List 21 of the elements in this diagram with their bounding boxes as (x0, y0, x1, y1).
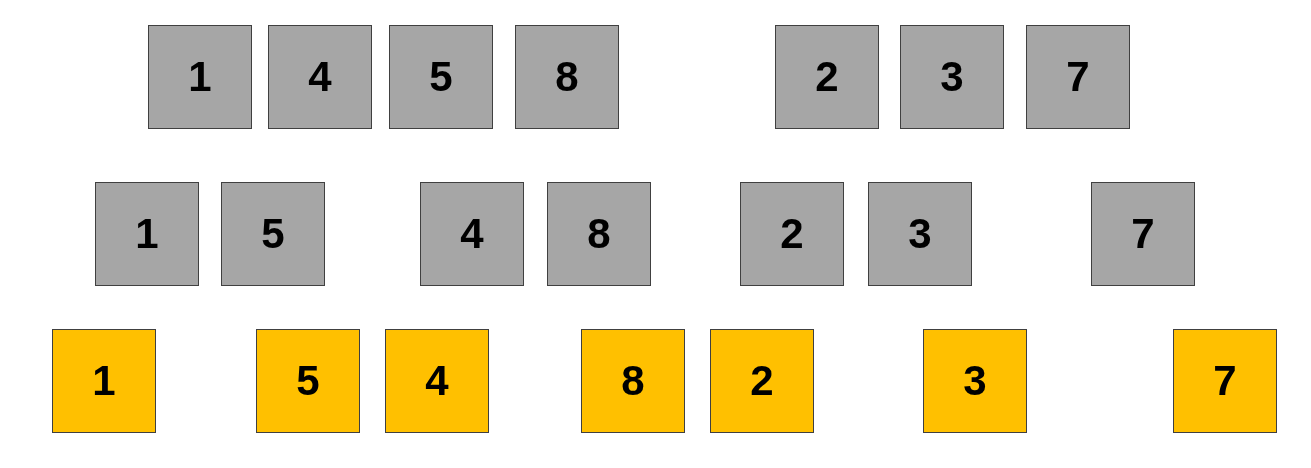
number-box: 8 (547, 182, 651, 286)
number-box: 4 (268, 25, 372, 129)
number-box: 2 (775, 25, 879, 129)
number-box: 5 (221, 182, 325, 286)
number-box: 2 (710, 329, 814, 433)
number-box: 7 (1091, 182, 1195, 286)
number-box: 8 (515, 25, 619, 129)
number-box: 7 (1026, 25, 1130, 129)
number-box: 8 (581, 329, 685, 433)
number-box: 1 (52, 329, 156, 433)
number-box: 1 (148, 25, 252, 129)
number-box: 7 (1173, 329, 1277, 433)
number-box: 4 (385, 329, 489, 433)
number-box: 5 (256, 329, 360, 433)
number-box: 5 (389, 25, 493, 129)
number-box: 1 (95, 182, 199, 286)
number-box: 3 (868, 182, 972, 286)
number-box: 2 (740, 182, 844, 286)
number-box: 4 (420, 182, 524, 286)
number-box: 3 (900, 25, 1004, 129)
number-box: 3 (923, 329, 1027, 433)
